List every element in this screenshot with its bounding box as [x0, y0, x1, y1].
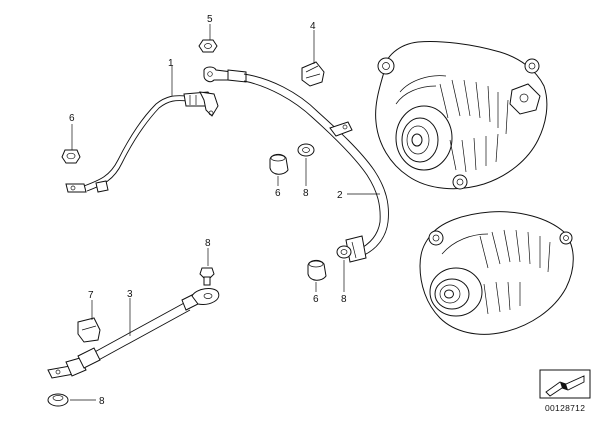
callout-5: 5 [207, 14, 213, 25]
alternator-upper [375, 41, 548, 190]
grommet-8-a [297, 143, 315, 157]
callout-8-bolt: 8 [205, 238, 211, 249]
nut-6-upper-left [61, 149, 81, 164]
grommet-8-bottom [47, 393, 69, 407]
callout-8-b: 8 [341, 294, 347, 305]
nut-5 [198, 39, 218, 53]
callout-6-upper-left: 6 [69, 113, 75, 124]
cap-6-lower [307, 259, 327, 281]
callout-8-a: 8 [303, 188, 309, 199]
alternator-lower [419, 211, 574, 335]
cable-clip-7 [77, 317, 101, 343]
battery-cable-3 [47, 288, 220, 379]
callout-6-lower: 6 [313, 294, 319, 305]
document-number: 00128712 [545, 403, 585, 413]
callout-4: 4 [310, 21, 316, 32]
battery-cable-2 [203, 66, 389, 263]
battery-cable-1 [65, 91, 219, 193]
callout-8-bottom: 8 [99, 396, 105, 407]
leader-lines [70, 24, 380, 401]
cap-6-middle [269, 153, 289, 175]
cable-clip-4 [301, 61, 325, 87]
callout-6-middle: 6 [275, 188, 281, 199]
grommet-8-b [336, 245, 352, 259]
callout-1: 1 [168, 58, 174, 69]
callout-2: 2 [337, 190, 343, 201]
callout-3: 3 [127, 289, 133, 300]
callout-7: 7 [88, 290, 94, 301]
bolt-8 [199, 267, 215, 286]
reference-box [539, 369, 591, 399]
